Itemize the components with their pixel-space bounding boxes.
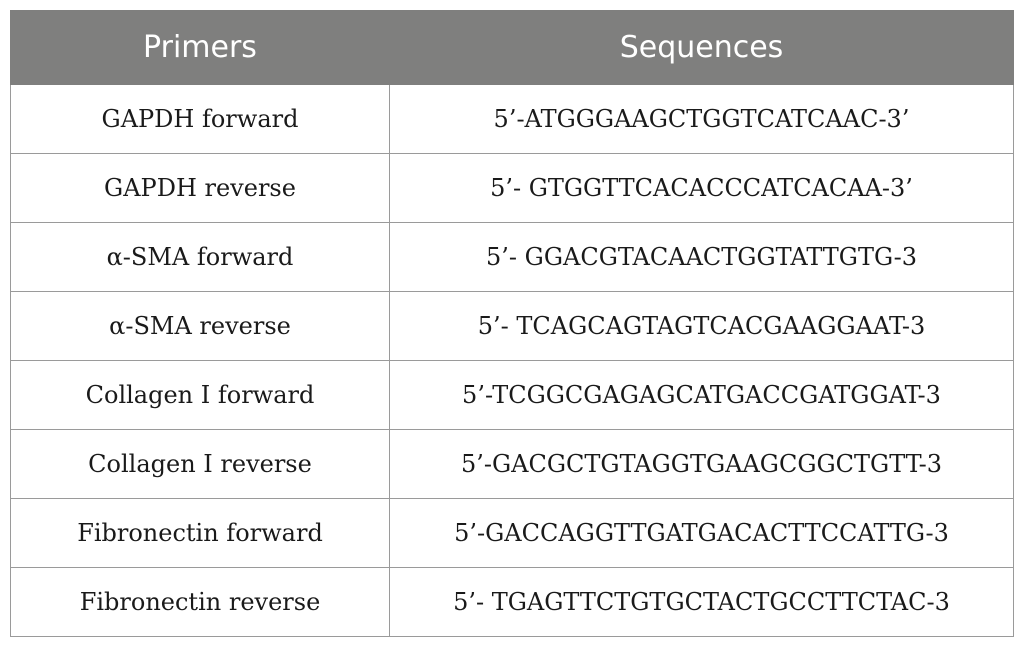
table-row: GAPDH reverse 5’- GTGGTTCACACCCATCACAA-3… [10,153,1014,223]
primer-cell: GAPDH reverse [10,153,390,223]
table-row: Collagen I forward 5’-TCGGCGAGAGCATGACCG… [10,360,1014,430]
sequence-cell: 5’-TCGGCGAGAGCATGACCGATGGAT-3 [389,360,1014,430]
primer-cell: Fibronectin reverse [10,567,390,637]
primer-cell: Collagen I forward [10,360,390,430]
sequence-cell: 5’- TGAGTTCTGTGCTACTGCCTTCTAC-3 [389,567,1014,637]
sequence-cell: 5’- GGACGTACAACTGGTATTGTG-3 [389,222,1014,292]
table-row: GAPDH forward 5’-ATGGGAAGCTGGTCATCAAC-3’ [10,84,1014,154]
table-row: α-SMA forward 5’- GGACGTACAACTGGTATTGTG-… [10,222,1014,292]
table-row: Fibronectin reverse 5’- TGAGTTCTGTGCTACT… [10,567,1014,637]
header-row: Primers Sequences [10,10,1014,85]
primer-table: Primers Sequences GAPDH forward 5’-ATGGG… [10,10,1014,637]
table-row: Collagen I reverse 5’-GACGCTGTAGGTGAAGCG… [10,429,1014,499]
sequence-cell: 5’-GACCAGGTTGATGACACTTCCATTG-3 [389,498,1014,568]
primer-cell: Collagen I reverse [10,429,390,499]
primer-cell: Fibronectin forward [10,498,390,568]
sequence-cell: 5’- GTGGTTCACACCCATCACAA-3’ [389,153,1014,223]
table-body: GAPDH forward 5’-ATGGGAAGCTGGTCATCAAC-3’… [10,84,1014,637]
primer-cell: GAPDH forward [10,84,390,154]
sequence-cell: 5’-ATGGGAAGCTGGTCATCAAC-3’ [389,84,1014,154]
header-primers: Primers [10,10,390,85]
primer-cell: α-SMA forward [10,222,390,292]
table-row: α-SMA reverse 5’- TCAGCAGTAGTCACGAAGGAAT… [10,291,1014,361]
primer-cell: α-SMA reverse [10,291,390,361]
table-header: Primers Sequences [10,10,1014,85]
table-row: Fibronectin forward 5’-GACCAGGTTGATGACAC… [10,498,1014,568]
header-sequences: Sequences [389,10,1014,85]
sequence-cell: 5’-GACGCTGTAGGTGAAGCGGCTGTT-3 [389,429,1014,499]
primer-table-container: Primers Sequences GAPDH forward 5’-ATGGG… [10,10,1014,637]
sequence-cell: 5’- TCAGCAGTAGTCACGAAGGAAT-3 [389,291,1014,361]
